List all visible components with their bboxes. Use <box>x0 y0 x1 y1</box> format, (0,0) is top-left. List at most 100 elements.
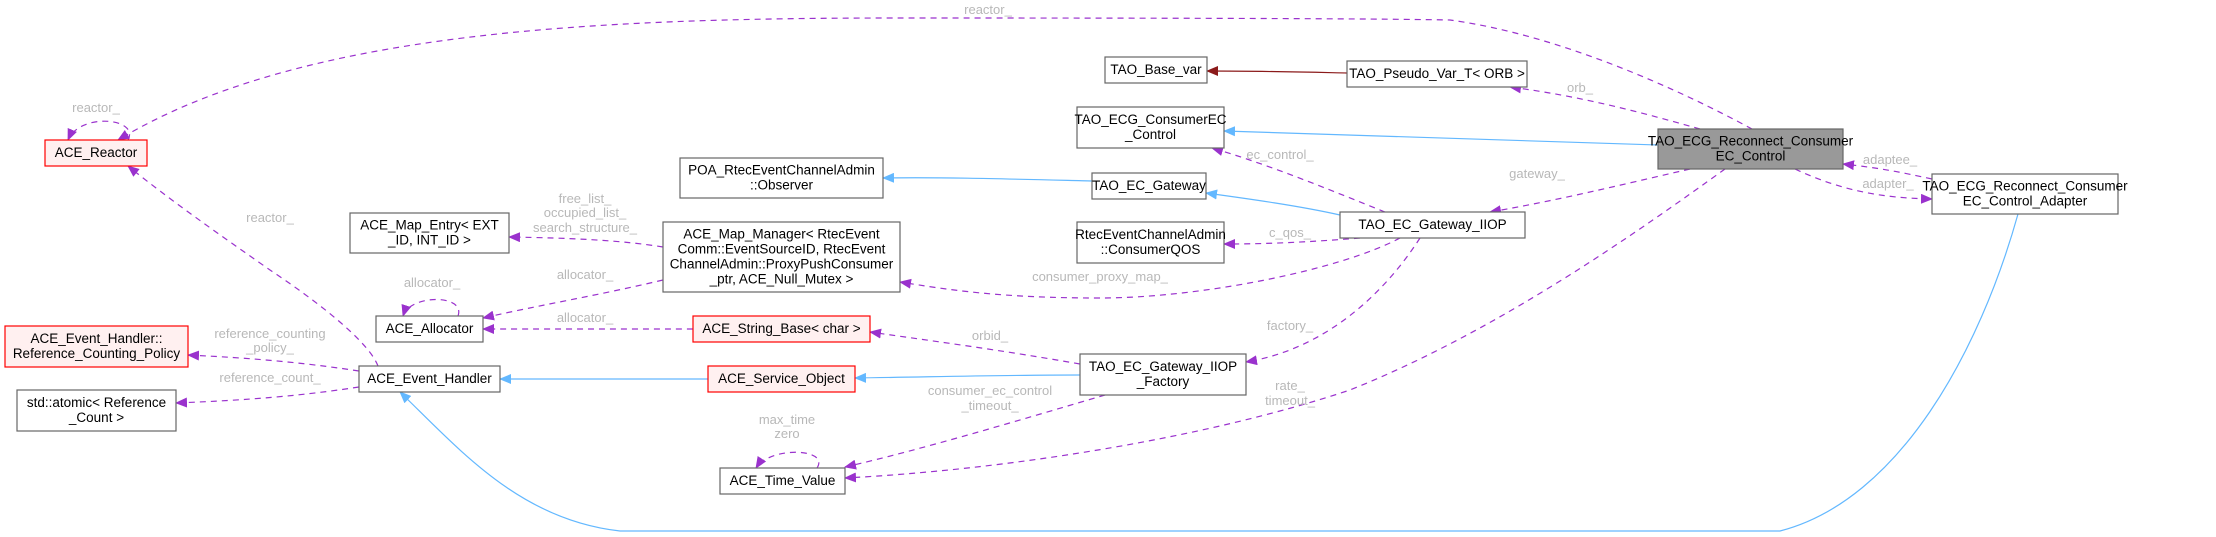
node-ace-time-value[interactable]: ACE_Time_Value <box>719 467 846 495</box>
node-box <box>358 365 501 393</box>
node-box <box>1657 128 1844 170</box>
node-box <box>1931 173 2119 215</box>
inheritance-arrow <box>399 213 2019 532</box>
inheritance-arrow <box>854 372 1081 383</box>
node-adapter[interactable]: TAO_ECG_Reconnect_ConsumerEC_Control_Ada… <box>1922 173 2128 215</box>
edge-tao-ec-gateway-iiop-to-tao-ecg-consumer-ec-control <box>1211 146 1386 213</box>
member-arrow <box>869 328 1081 365</box>
edge-label: reference_count_ <box>219 370 321 385</box>
member-arrow <box>1245 237 1421 366</box>
edge-focus-to-tao-ecg-consumer-ec-control <box>1223 126 1659 146</box>
edge-label: gateway_ <box>1509 166 1565 181</box>
edge-label: rate_ <box>1275 378 1305 393</box>
node-label: ChannelAdmin::ProxyPushConsumer <box>670 257 894 272</box>
member-arrow <box>127 165 379 367</box>
edge-tao-pseudo-var-to-tao-base-var <box>1206 66 1348 77</box>
member-arrow <box>67 120 131 141</box>
node-focus: TAO_ECG_Reconnect_ConsumerEC_Control <box>1648 128 1854 170</box>
node-label: TAO_ECG_Reconnect_Consumer <box>1648 134 1854 149</box>
edge-label: adaptee_ <box>1863 152 1918 167</box>
node-ace-map-manager[interactable]: ACE_Map_Manager< RtecEventComm::EventSou… <box>662 221 901 293</box>
node-ace-string-base[interactable]: ACE_String_Base< char > <box>692 315 871 343</box>
edge-label: allocator_ <box>557 310 614 325</box>
node-ace-service-object[interactable]: ACE_Service_Object <box>707 365 856 393</box>
node-label: _Count > <box>68 410 124 425</box>
edge-label: factory_ <box>1267 318 1314 333</box>
edge-focus-to-ace-reactor <box>117 17 1753 141</box>
nodes-layer: ACE_ReactorACE_Event_Handler::Reference_… <box>4 56 2128 495</box>
node-label: ACE_Map_Entry< EXT <box>360 218 498 233</box>
edge-label: reference_counting <box>214 326 325 341</box>
node-box <box>662 221 901 293</box>
edge-label: ec_control_ <box>1246 147 1314 162</box>
node-box <box>1076 221 1225 264</box>
node-label: std::atomic< Reference <box>27 395 166 410</box>
member-arrow <box>844 168 1726 483</box>
template-arrow <box>1206 66 1348 77</box>
node-box <box>1104 56 1208 84</box>
node-ace-reactor[interactable]: ACE_Reactor <box>44 139 148 167</box>
member-arrow <box>1211 146 1386 213</box>
node-box <box>1076 106 1225 149</box>
node-tao-base-var[interactable]: TAO_Base_var <box>1104 56 1208 84</box>
node-box <box>1079 353 1247 396</box>
node-tao-ec-gateway[interactable]: TAO_EC_Gateway <box>1091 172 1207 200</box>
node-label: _Control <box>1124 127 1176 142</box>
node-label: TAO_Pseudo_Var_T< ORB > <box>1349 66 1525 81</box>
node-label: Reference_Counting_Policy <box>13 346 181 361</box>
node-label: TAO_ECG_Reconnect_Consumer <box>1922 179 2128 194</box>
node-tao-pseudo-var[interactable]: TAO_Pseudo_Var_T< ORB > <box>1346 60 1528 88</box>
node-label: ACE_Event_Handler:: <box>30 331 162 346</box>
node-box <box>349 212 510 254</box>
node-label: TAO_EC_Gateway_IIOP <box>1358 217 1506 232</box>
node-ace-allocator[interactable]: ACE_Allocator <box>375 315 484 343</box>
member-arrow <box>1842 160 1933 180</box>
edge-label: orb_ <box>1567 80 1594 95</box>
node-label: ::ConsumerQOS <box>1101 242 1201 257</box>
member-arrow <box>1509 83 1701 130</box>
member-arrow <box>482 279 664 321</box>
inheritance-arrow <box>1205 189 1341 216</box>
node-label: ::Observer <box>750 178 814 193</box>
node-label: POA_RtecEventChannelAdmin <box>688 163 875 178</box>
edge-label: timeout_ <box>1265 393 1316 408</box>
edge-label: consumer_proxy_map_ <box>1032 269 1169 284</box>
node-box <box>44 139 148 167</box>
node-label: EC_Control_Adapter <box>1963 194 2088 209</box>
edge-ace-event-handler-to-std-atomic <box>175 386 360 408</box>
node-box <box>707 365 856 393</box>
node-ace-event-handler[interactable]: ACE_Event_Handler <box>358 365 501 393</box>
edge-tao-ec-gateway-iiop-to-tao-ec-gateway-iiop-factory <box>1245 237 1421 366</box>
node-label: ACE_Event_Handler <box>367 371 492 386</box>
edge-label: _timeout_ <box>960 398 1019 413</box>
node-label: _ptr, ACE_Null_Mutex > <box>709 272 854 287</box>
edge-label: reactor_ <box>72 100 120 115</box>
member-arrow <box>899 237 1401 299</box>
member-arrow <box>175 386 360 408</box>
node-label: ACE_Allocator <box>386 321 474 336</box>
member-arrow <box>401 299 460 317</box>
edge-label: c_qos_ <box>1269 225 1312 240</box>
node-tao-ecg-consumer-ec-control[interactable]: TAO_ECG_ConsumerEC_Control <box>1074 106 1227 149</box>
node-box <box>692 315 871 343</box>
member-arrow <box>117 17 1753 141</box>
node-tao-ec-gateway-iiop[interactable]: TAO_EC_Gateway_IIOP <box>1339 211 1526 239</box>
edge-label: orbid_ <box>972 328 1009 343</box>
node-label: TAO_EC_Gateway_IIOP <box>1089 359 1237 374</box>
edge-ace-map-manager-to-ace-allocator <box>482 279 664 321</box>
edge-tao-ec-gateway-iiop-to-consumer-qos <box>1223 237 1361 249</box>
edge-ace-allocator-to-ace-allocator <box>401 299 460 317</box>
edge-label: occupied_list_ <box>544 205 627 220</box>
edge-label: reactor_ <box>964 2 1012 17</box>
node-std-atomic[interactable]: std::atomic< Reference_Count > <box>16 389 177 432</box>
member-arrow <box>1223 237 1361 249</box>
edge-ace-time-value-to-ace-time-value <box>755 451 820 469</box>
node-tao-ec-gateway-iiop-factory[interactable]: TAO_EC_Gateway_IIOP_Factory <box>1079 353 1247 396</box>
node-ref-policy[interactable]: ACE_Event_Handler::Reference_Counting_Po… <box>4 325 189 368</box>
node-poa-observer[interactable]: POA_RtecEventChannelAdmin::Observer <box>679 157 884 199</box>
node-consumer-qos[interactable]: RtecEventChannelAdmin::ConsumerQOS <box>1075 221 1226 264</box>
node-ace-map-entry[interactable]: ACE_Map_Entry< EXT_ID, INT_ID > <box>349 212 510 254</box>
member-arrow <box>508 232 664 248</box>
edge-focus-to-tao-pseudo-var <box>1509 83 1701 130</box>
